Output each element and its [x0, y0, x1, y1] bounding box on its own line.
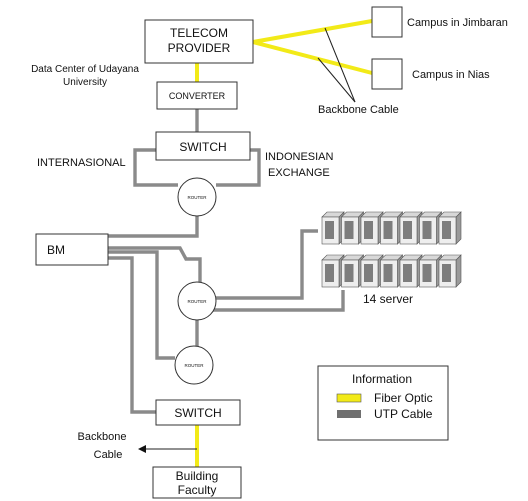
- server-icon: [438, 254, 462, 288]
- router-top-label: ROUTER: [188, 195, 208, 200]
- data-center-label-line1: Data Center of Udayana: [31, 64, 139, 75]
- server-icon: [360, 211, 384, 245]
- router-top: ROUTER: [177, 177, 217, 217]
- indonesian-exchange-label-line1: INDONESIAN: [265, 151, 334, 163]
- server-group: [321, 211, 462, 288]
- server-count-label: 14 server: [363, 292, 413, 306]
- utp-router1-bm: [108, 216, 199, 238]
- building-label-line2: Faculty: [178, 483, 217, 497]
- backbone-pointer-nias: [317, 57, 356, 103]
- utp-router2-servers-top: [216, 229, 318, 300]
- server-icon: [379, 211, 404, 245]
- legend: Information Fiber Optic UTP Cable: [317, 365, 449, 441]
- converter-label: CONVERTER: [169, 91, 226, 101]
- building-faculty-box: [152, 466, 242, 499]
- switch-bottom-box: [155, 399, 241, 426]
- campus-nias-box: [371, 58, 403, 90]
- legend-box: [317, 365, 449, 441]
- utp-switch-exchange-loop: [216, 148, 261, 187]
- server-icon: [399, 254, 423, 288]
- utp-bm-fanout: [108, 246, 202, 414]
- bm-label: BM: [47, 243, 65, 257]
- server-icon: [418, 211, 443, 245]
- server-icon: [438, 211, 462, 245]
- utp-router2-servers-bottom: [210, 290, 345, 312]
- campus-jimbaran-label: Campus in Jimbaran: [407, 17, 508, 29]
- backbone-label-line2: Cable: [94, 449, 123, 461]
- server-icon: [340, 254, 365, 288]
- backbone-cable-label: Backbone Cable: [318, 104, 399, 116]
- server-icon: [418, 254, 443, 288]
- campus-nias-label: Campus in Nias: [412, 69, 490, 81]
- indonesian-exchange-label-line2: EXCHANGE: [268, 167, 330, 179]
- telecom-label-line2: PROVIDER: [168, 41, 231, 55]
- server-icon: [360, 254, 384, 288]
- legend-swatch-fiber: [336, 393, 362, 403]
- telecom-label-line1: TELECOM: [170, 26, 228, 40]
- server-icon: [399, 211, 423, 245]
- legend-title: Information: [352, 372, 412, 386]
- fiber-telecom-nias: [252, 40, 373, 75]
- data-center-label-line2: University: [63, 77, 107, 88]
- server-icon: [340, 211, 365, 245]
- switch-top-box: [155, 131, 251, 161]
- backbone-cable-pointers: [317, 27, 356, 103]
- internasional-label: INTERNASIONAL: [37, 157, 126, 169]
- router-middle: ROUTER: [177, 281, 217, 321]
- switch-bottom-label: SWITCH: [174, 406, 221, 420]
- router-bottom: ROUTER: [174, 345, 214, 385]
- telecom-provider-box: [144, 19, 254, 64]
- bm-box: [35, 233, 109, 266]
- converter-box: [156, 81, 238, 110]
- legend-label-utp: UTP Cable: [374, 407, 433, 421]
- campus-jimbaran-box: [371, 6, 403, 38]
- backbone-arrow: [138, 445, 197, 453]
- server-icon: [379, 254, 404, 288]
- router-bottom-label: ROUTER: [185, 363, 205, 368]
- legend-label-fiber: Fiber Optic: [374, 391, 433, 405]
- fiber-telecom-jimbaran: [252, 19, 373, 44]
- router-middle-label: ROUTER: [188, 299, 208, 304]
- legend-swatch-utp: [337, 410, 361, 418]
- backbone-pointer-jimbaran: [324, 27, 356, 103]
- switch-top-label: SWITCH: [179, 140, 226, 154]
- server-icon: [321, 254, 345, 288]
- utp-switch-internasional-loop: [133, 148, 178, 187]
- building-label-line1: Building: [176, 469, 219, 483]
- backbone-label-line1: Backbone: [78, 431, 127, 443]
- server-icon: [321, 211, 345, 245]
- fiber-links-campus: [252, 19, 373, 75]
